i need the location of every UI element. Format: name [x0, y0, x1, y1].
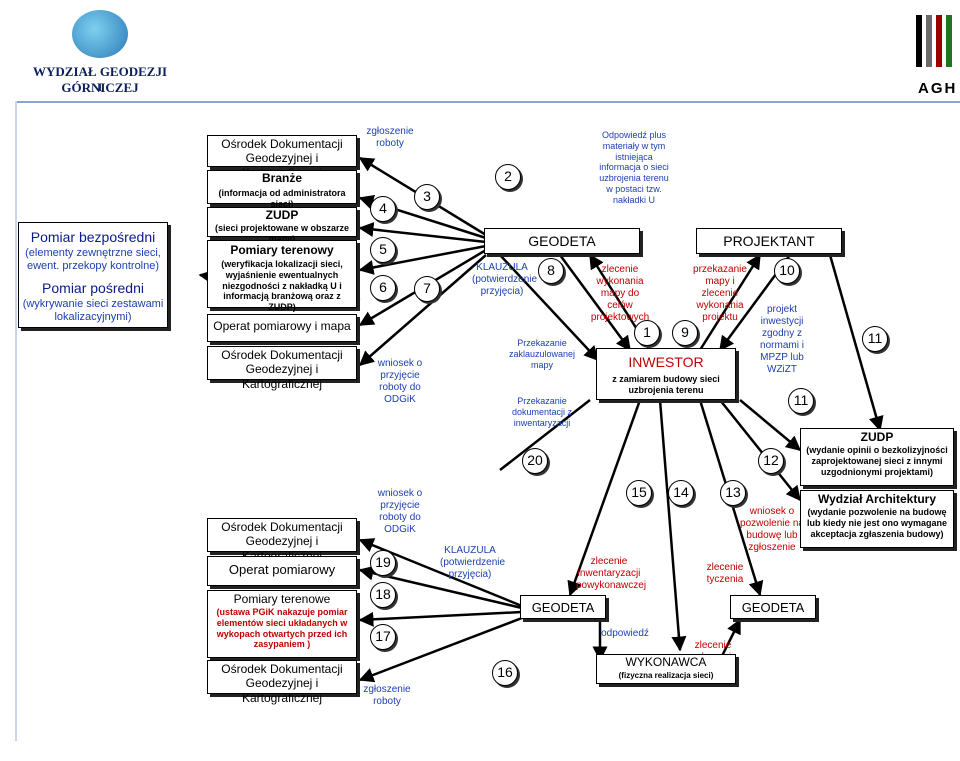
step-16: 16: [492, 660, 518, 686]
pomiary-top-box: [207, 240, 357, 308]
step-7: 7: [414, 276, 440, 302]
pomiar-box: [18, 222, 168, 328]
step-3: 3: [414, 184, 440, 210]
step-2: 2: [495, 164, 521, 190]
step-12: 12: [758, 448, 784, 474]
agh-logo-text: AGH: [918, 80, 958, 97]
step-17: 17: [370, 624, 396, 650]
operat-top-box: [207, 314, 357, 342]
odgik-bottom2-box: [207, 660, 357, 694]
step-13: 13: [720, 480, 746, 506]
step-18: 18: [370, 582, 396, 608]
zlecenie-mapy-label: zlecenie wykonania mapy do celów projekt…: [590, 264, 650, 323]
pomiar-posredni-desc: (wykrywanie sieci zestawami lokalizacyjn…: [22, 298, 164, 324]
university-logo-mark: [72, 10, 128, 58]
operat-bottom-box: [207, 556, 357, 586]
geodeta-top-label: GEODETA: [528, 233, 596, 249]
odpowiedz-label: Odpowiedź plus materiały w tym istniejąc…: [599, 130, 669, 205]
step-10: 10: [774, 258, 800, 284]
wydzial-desc: (wydanie pozwolenie na budowę lub kiedy …: [806, 507, 948, 539]
step-11-a: 11: [862, 326, 888, 352]
zudp-right-desc: (wydanie opinii o bezkolizyjności zaproj…: [806, 445, 948, 477]
pomiar-bezposredni-title: Pomiar bezpośredni: [30, 229, 156, 245]
zgloszenie-top-label: zgłoszenie roboty: [366, 126, 414, 149]
geodeta-bottom-right-box: [730, 595, 816, 619]
branze-label: Branże: [261, 171, 302, 185]
branze-box: [207, 170, 357, 204]
odgik-bottom2-label: Ośrodek Dokumentacji Geodezyjnej i Karto…: [221, 662, 343, 705]
step-11-b: 11: [788, 388, 814, 414]
operat-top-label: Operat pomiarowy i mapa: [213, 319, 351, 333]
pomiar-posredni-title: Pomiar pośredni: [42, 280, 144, 296]
projektant-label: PROJEKTANT: [723, 233, 815, 249]
step-5: 5: [370, 237, 396, 263]
zudp-label: ZUDP: [265, 208, 299, 222]
wniosek-top-label: wniosek o przyjęcie roboty do ODGiK: [377, 358, 423, 405]
pomiar-bezposredni-desc: (elementy zewnętrzne sieci, ewent. przek…: [25, 247, 161, 273]
zudp-right-box: [800, 428, 954, 486]
pomiary-bottom-box: [207, 590, 357, 658]
wydzial-label: Wydział Architektury: [817, 492, 937, 506]
step-9: 9: [672, 320, 698, 346]
step-15: 15: [626, 480, 652, 506]
step-8: 8: [538, 258, 564, 284]
klauzula-bottom-label: KLAUZULA (potwierdzenie przyjęcia): [440, 545, 506, 580]
inwestor-label: INWESTOR: [628, 354, 704, 370]
zudp-box: [207, 207, 357, 237]
faculty-subtitle: I: [97, 80, 103, 94]
geodeta-bottom-left-box: [520, 595, 606, 619]
inwestor-desc: z zamiarem budowy sieci uzbrojenia teren…: [612, 374, 720, 395]
zlecenie-inw-label: zlecenie inwentaryzacji powykonawczej: [576, 556, 647, 591]
step-6: 6: [370, 275, 396, 301]
header-divider: [15, 101, 960, 103]
wykonawca-box: [596, 654, 736, 684]
pomiary-bottom-label: Pomiary terenowe: [233, 592, 331, 606]
wykonawca-label: WYKONAWCA: [625, 655, 707, 669]
odpowiedz-small-label: odpowiedź: [601, 628, 649, 639]
odgik-top-box: [207, 135, 357, 167]
wykonawca-desc: (fizyczna realizacja sieci): [618, 671, 714, 680]
faculty-title: WYDZIAŁ GEODEZJI GÓRNICZEJ: [33, 64, 167, 95]
projektant-box: [696, 228, 842, 254]
pomiary-bottom-desc: (ustawa PGiK nakazuje pomiar elementów s…: [216, 607, 348, 650]
odgik-bottom-box: [207, 518, 357, 552]
zgloszenie-bottom-label: zgłoszenie roboty: [363, 684, 411, 707]
inwestor-box: [596, 348, 736, 400]
step-4: 4: [370, 196, 396, 222]
wniosek-pozwolenie-label: wniosek o pozwolenie na budowę lub zgłos…: [740, 506, 804, 553]
step-1: 1: [634, 320, 660, 346]
step-14: 14: [668, 480, 694, 506]
geodeta-bottom-right-label: GEODETA: [741, 600, 805, 615]
klauzula-top-label: KLAUZULA (potwierdzenie przyjęcia): [472, 262, 538, 297]
zudp-desc: (sieci projektowane w obszarze mapy): [214, 223, 350, 244]
left-divider: [15, 101, 17, 741]
geodeta-top-box: [484, 228, 640, 254]
operat-bottom-label: Operat pomiarowy: [228, 562, 336, 577]
zlecenie-tyczenia-label: zlecenie tyczenia: [706, 562, 744, 585]
pomiary-top-desc: (weryfikacja lokalizacji sieci, wyjaśnie…: [221, 259, 343, 313]
branze-desc: (informacja od administratora sieci): [218, 188, 346, 209]
geodeta-bottom-left-label: GEODETA: [531, 600, 595, 615]
wniosek-bottom-label: wniosek o przyjęcie roboty do ODGiK: [377, 488, 423, 535]
przekazanie-mapy-projekt-label: przekazanie mapy i zlecenie wykonania pr…: [693, 264, 747, 323]
odgik-top2-box: [207, 346, 357, 380]
przekazanie-dok-label: Przekazanie dokumentacji z inwentaryzacj…: [511, 396, 573, 428]
projekt-zgodny-label: projekt inwestycji zgodny z normami i MP…: [760, 304, 804, 375]
pomiary-top-label: Pomiary terenowy: [230, 243, 334, 257]
przekazanie-mapy-label: Przekazanie zaklauzulowanej mapy: [508, 338, 576, 370]
zudp-right-label: ZUDP: [860, 430, 894, 444]
step-19: 19: [370, 550, 396, 576]
step-20: 20: [522, 448, 548, 474]
odgik-top2-label: Ośrodek Dokumentacji Geodezyjnej i Karto…: [221, 348, 343, 391]
wydzial-box: [800, 490, 954, 548]
